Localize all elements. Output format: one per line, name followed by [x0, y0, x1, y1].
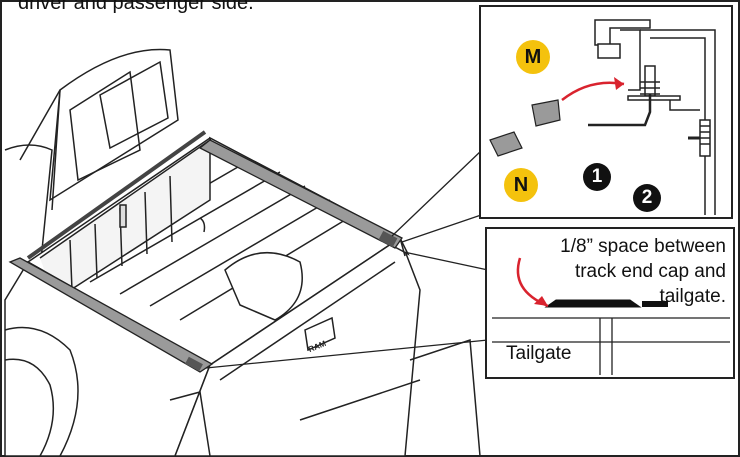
shim-m: [531, 99, 561, 127]
clamp-lip: [669, 100, 700, 111]
badge-n-label: N: [513, 173, 529, 196]
tailgate-label: Tailgate: [506, 343, 572, 364]
gap-line-2: track end cap and: [574, 261, 726, 282]
bumper-line: [299, 379, 421, 421]
rail-profile-lower: [597, 43, 621, 59]
cab-pillar: [19, 89, 61, 211]
gap-instruction-text: 1/8” space between track end cap and tai…: [560, 234, 726, 309]
gap-detail-drawing: [492, 317, 730, 375]
clamp-threads: [700, 125, 710, 145]
step-1-label: 1: [591, 166, 603, 187]
shim-n: [489, 131, 523, 157]
bed-rib: [119, 185, 306, 295]
tailgate-post: [599, 318, 613, 375]
cab-window-right: [99, 60, 169, 150]
rear-tire: [4, 358, 55, 457]
clamp-detail-drawing: [588, 19, 716, 215]
track-rail-driver: [8, 257, 214, 373]
track-end-cap-top: [378, 230, 398, 248]
taillight: [169, 391, 211, 457]
track-end-cap: [544, 299, 642, 308]
badge-m-label: M: [524, 45, 542, 68]
wheel-well: [224, 251, 303, 321]
instruction-caption: driver and passenger side.: [18, 0, 254, 14]
tailgate-edge: [219, 261, 396, 381]
badge-n: N: [504, 168, 538, 202]
track-rail-passenger: [198, 139, 403, 249]
bed-hook: [199, 217, 206, 233]
truck-cab: [49, 48, 179, 202]
clamp-plate: [627, 95, 681, 101]
bolt-shaft: [644, 65, 656, 97]
corner-post: [399, 237, 406, 257]
track-end-cap-bottom: [185, 356, 203, 372]
gap-line-3: tailgate.: [659, 286, 726, 307]
step-2-badge: 2: [633, 184, 661, 212]
tie-down-clip: [119, 204, 127, 228]
cab-window-left: [69, 70, 141, 182]
bed-rib: [149, 199, 331, 307]
front-header-rail: [26, 130, 207, 260]
hex-key: [588, 94, 652, 127]
clamp-body: [620, 29, 641, 91]
tailgate-body: [173, 236, 421, 457]
bumper-side: [405, 338, 481, 457]
gap-line-1: 1/8” space between: [560, 236, 726, 257]
bed-wall-ribs: [69, 175, 173, 291]
step-1-badge: 1: [583, 163, 611, 191]
badge-m: M: [516, 40, 550, 74]
red-arrow-bottom-head: [534, 296, 548, 306]
cab-side: [4, 144, 53, 301]
red-arrow-top-head: [614, 77, 624, 90]
step-2-label: 2: [641, 187, 653, 208]
tailgate-handle: [304, 316, 336, 352]
bed-wall-profile: [640, 29, 716, 215]
rear-wheel-arch: [4, 326, 79, 457]
leader-lines-top: [391, 149, 485, 243]
rail-profile: [594, 19, 651, 46]
leader-lines-bottom: [205, 251, 489, 369]
